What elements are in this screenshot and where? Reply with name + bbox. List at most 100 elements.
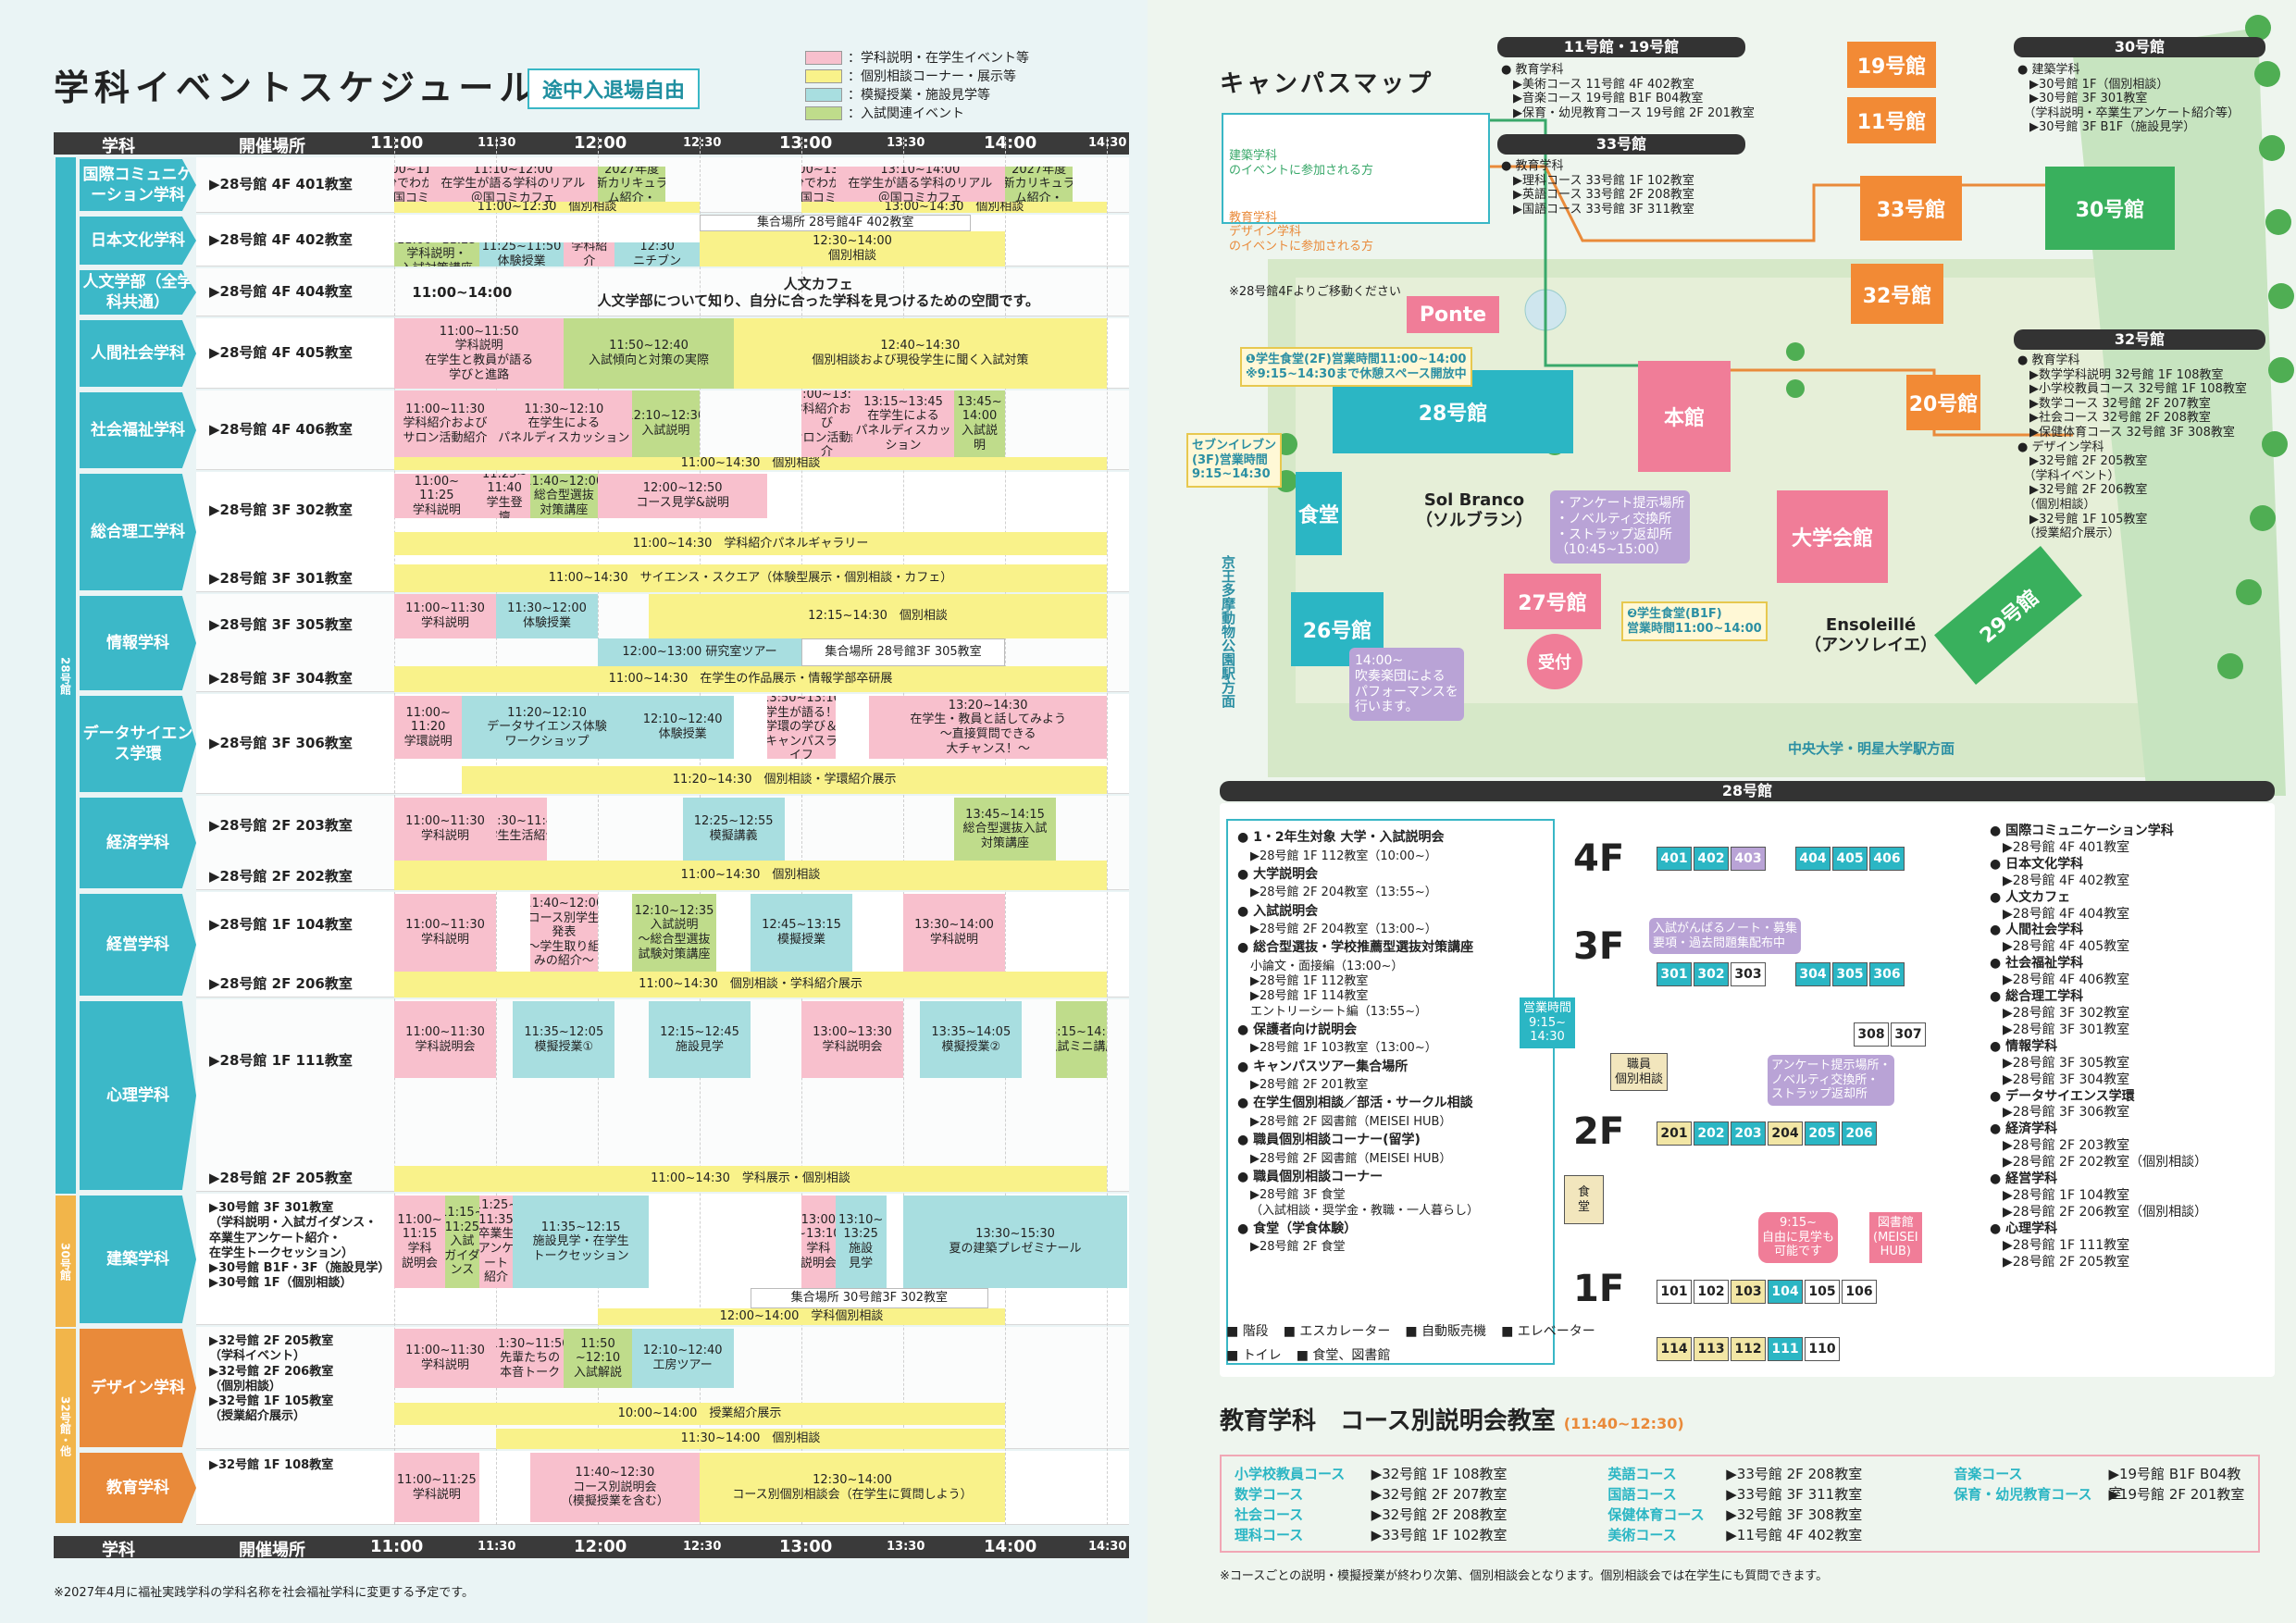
dept-list-location: ▶28号館 3F 305教室 ▶28号館 3F 304教室 <box>2003 1055 2130 1087</box>
ensoleille-label: Ensoleillé （アンソレイエ） <box>1805 615 1938 655</box>
edu-room: ▶32号館 1F 108教室 <box>1371 1466 1508 1482</box>
survey-box: ・アンケート提示場所 ・ノベルティ交換所 ・ストラップ返却所 （10:45~15… <box>1550 490 1691 564</box>
side-label-b28: 28号館 <box>56 157 76 1194</box>
schedule-event: 集合場所 28号館4F 402教室 <box>700 215 972 231</box>
facility-location: ▶28号館 2F 食堂 <box>1250 1240 1346 1255</box>
time-gridline <box>801 137 802 1525</box>
schedule-event: 11:00~11:30 学科説明 <box>394 798 496 861</box>
dept-list-name: ● データサイエンス学環 <box>1990 1088 2135 1104</box>
legend-swatch <box>805 87 842 102</box>
dept-label: 建築学科 <box>80 1196 196 1323</box>
edu-row: 理科コース▶33号館 1F 102教室美術コース▶11号館 4F 402教室 <box>1235 1525 2245 1545</box>
edu-room: ▶33号館 1F 102教室 <box>1371 1527 1508 1543</box>
side-label-b30: 30号館 <box>56 1196 76 1327</box>
schedule-event: 11:30~14:00 個別相談 <box>496 1429 1005 1449</box>
note-3f: 入試がんばるノート・募集 要項・過去問題集配布中 <box>1649 918 1802 955</box>
facility-location: ▶28号館 2F 201教室 <box>1250 1078 1369 1092</box>
room: 104 <box>1768 1280 1803 1304</box>
schedule-event: 11:00~12:30 個別相談 <box>394 202 700 213</box>
room: 405 <box>1832 847 1868 871</box>
venue-text: ▶28号館 4F 401教室 <box>209 176 353 192</box>
dept-label: 社会福祉学科 <box>80 392 196 468</box>
floor-3f: 3F <box>1573 925 1625 968</box>
edu-room: ▶32号館 2F 208教室 <box>1371 1506 1508 1523</box>
facility-location: ▶28号館 2F 204教室（13:55~） <box>1250 886 1437 900</box>
keio-direction: 京王多摩動物公園駅方面 <box>1220 555 1236 708</box>
schedule-event: 集合場所 30号館3F 302教室 <box>751 1288 988 1308</box>
schedule-event: 12:30~14:00 コース別個別相談会（在学生に質問しよう） <box>700 1453 1005 1522</box>
building-daigaku: 大学会館 <box>1777 490 1888 583</box>
room: 203 <box>1731 1121 1766 1146</box>
facility-location: ▶28号館 3F 食堂 （入試相談・奨学金・教職・一人暮らし） <box>1250 1188 1480 1218</box>
facility-item: ● 職員個別相談コーナー(留学)▶28号館 2F 図書館（MEISEI HUB） <box>1237 1133 1544 1167</box>
schedule-event: 12:00~12:50 コース見学&説明 <box>598 474 768 518</box>
bar-30: 30号館 <box>2014 37 2265 57</box>
edu-room <box>2108 1525 2245 1545</box>
dept-list-name: ● 社会福祉学科 <box>1990 956 2084 972</box>
schedule-event: 11:00~14:30 学科展示・個別相談 <box>394 1166 1107 1192</box>
legend-swatch <box>805 105 842 120</box>
edu-course: 小学校教員コース <box>1235 1466 1346 1482</box>
dept-list-location: ▶28号館 4F 404教室 <box>2003 906 2130 922</box>
edu-room: ▶11号館 4F 402教室 <box>1726 1527 1863 1543</box>
facility-name: ● 1・2年生対象 大学・入試説明会 <box>1237 830 1445 845</box>
schedule-event: 13:50~13:10 学生が語る！ 学環の学び＆ キャンパスライフ <box>767 696 836 759</box>
schedule-event: 11:40~12:30 コース別説明会 （模擬授業を含む） <box>529 1453 700 1522</box>
room: 301 <box>1657 962 1692 986</box>
schedule-event: 13:00 ~13:10 学科 説明会 <box>801 1196 836 1288</box>
department-location-list: ● 国際コミュニケーション学科▶28号館 4F 401教室● 日本文化学科▶28… <box>1990 824 2267 1270</box>
sol-branco-label: Sol Branco （ソルブラン） <box>1416 490 1533 530</box>
facility-item: ● キャンパスツアー集合場所▶28号館 2F 201教室 <box>1237 1059 1544 1094</box>
schedule-event: 11:00~14:30 個別相談 <box>394 861 1107 890</box>
building-30: 30号館 <box>2045 167 2175 250</box>
edu-row: 小学校教員コース▶32号館 1F 108教室英語コース▶33号館 2F 208教… <box>1235 1464 2245 1502</box>
schedule-event: 11:40~12:00 総合型選抜 対策講座 <box>529 474 598 518</box>
schedule-event: 12:40~14:30 個別相談および現役学生に聞く入試対策 <box>733 318 1107 389</box>
edu-room: ▶19号館 B1F B04教室 <box>2108 1466 2241 1502</box>
floor-1f: 1F <box>1573 1268 1625 1310</box>
side-label-b32: 32号館・他 <box>56 1329 76 1523</box>
building-26: 26号館 <box>1291 592 1384 666</box>
room: 304 <box>1795 962 1831 986</box>
schedule-event: 11:25~ 11:35 卒業生 アンケート 紹介 <box>478 1196 514 1288</box>
legend-label: ：個別相談コーナー・展示等 <box>848 69 1016 84</box>
bar-32: 32号館 <box>2014 329 2265 350</box>
schedule-event: 11:50~12:40 入試傾向と対策の実際 <box>564 318 734 389</box>
legend-icon: ■ <box>1226 1324 1243 1339</box>
schedule-event: 11:00~11:30 学科説明 <box>394 894 496 972</box>
schedule-event: 11:00~14:00 <box>412 284 513 301</box>
venue-text: ▶28号館 4F 404教室 <box>209 283 353 300</box>
schedule-event: 13:00~13:10 5分でわかる 国コミ <box>801 167 836 202</box>
schedule-event: 11:25~11:50 体験授業 <box>478 242 565 266</box>
room: 206 <box>1842 1121 1877 1146</box>
schedule-event: 11:50 ~12:10 入試解説 <box>564 1329 632 1388</box>
facility-item: ● 総合型選抜・学校推薦型選抜対策講座小論文・面接編（13:00~） ▶28号館… <box>1237 940 1544 1020</box>
room: 204 <box>1768 1121 1803 1146</box>
edu-room <box>2108 1505 2245 1525</box>
facility-item: ● 職員個別相談コーナー▶28号館 3F 食堂 （入試相談・奨学金・教職・一人暮… <box>1237 1170 1544 1219</box>
room: 114 <box>1657 1337 1692 1361</box>
chuo-direction: 中央大学・明星大学駅方面 <box>1788 740 1955 757</box>
venue-text: ▶28号館 4F 405教室 <box>209 344 353 361</box>
building-32: 32号館 <box>1851 264 1943 324</box>
schedule-event: 13:00~14:30 個別相談 <box>801 202 1107 213</box>
legend-item: ：模擬授業・施設見学等 <box>805 85 990 104</box>
schedule-event: 11:00~11:30 学科説明 <box>394 1329 496 1388</box>
room: 307 <box>1891 1022 1926 1047</box>
edu-row: 数学コース▶32号館 2F 207教室国語コース▶33号館 3F 311教室保育… <box>1235 1484 2245 1505</box>
room: 403 <box>1731 847 1766 871</box>
venue-text: ▶28号館 3F 305教室 <box>209 615 353 633</box>
schedule-event: 11:00~14:30 サイエンス・スクエア（体験型展示・個別相談・カフェ） <box>394 564 1107 592</box>
facility-name: ● 食堂（学食体験） <box>1237 1220 1358 1236</box>
dept-label: 経済学科 <box>80 798 196 888</box>
time-gridline <box>598 137 599 1525</box>
band-box: 14:00~ 吹奏楽団による パフォーマンスを 行います。 <box>1349 648 1464 722</box>
room: 201 <box>1657 1121 1692 1146</box>
room: 110 <box>1805 1337 1840 1361</box>
dept-label: デザイン学科 <box>80 1329 196 1447</box>
building-19: 19号館 <box>1847 42 1936 88</box>
seven-hours: 営業時間 9:15~ 14:30 <box>1520 997 1576 1048</box>
schedule-event: 13:10~ 13:25 施設 見学 <box>835 1196 887 1288</box>
footnote-left: ※2027年4月に福祉実践学科の学科名称を社会福祉学科に変更する予定です。 <box>54 1586 474 1600</box>
facility-list: ● 1・2年生対象 大学・入試説明会▶28号館 1F 112教室（10:00~）… <box>1226 819 1555 1365</box>
